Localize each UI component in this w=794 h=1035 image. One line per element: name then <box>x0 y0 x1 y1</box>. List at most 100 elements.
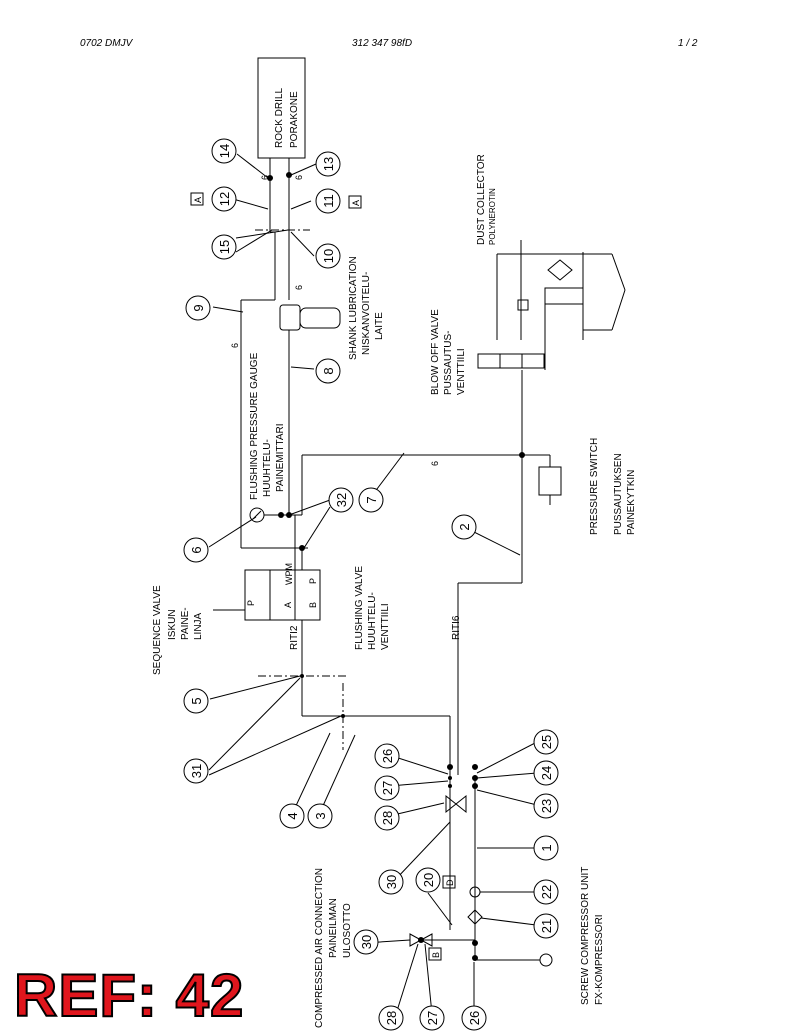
callout-circle <box>533 760 559 786</box>
callout-circle <box>183 537 209 563</box>
callout-number: 27 <box>425 1011 440 1025</box>
callout-circle <box>533 913 559 939</box>
callout-circle <box>374 775 400 801</box>
callout-circle <box>211 138 237 164</box>
callout-circle <box>419 1005 445 1031</box>
compressed-air-label-fi2: ULOSOTTO <box>342 903 353 958</box>
port-b-label: B <box>308 602 318 608</box>
callout-number: 25 <box>539 735 554 749</box>
callout-circle <box>533 835 559 861</box>
callout-number: 31 <box>189 764 204 778</box>
pressure-switch-label-en: PRESSURE SWITCH <box>589 438 600 535</box>
callout-circle <box>307 803 333 829</box>
callout-number: 26 <box>380 749 395 763</box>
port-a-label: A <box>283 602 293 608</box>
callout-number: 21 <box>539 919 554 933</box>
callout-circle <box>211 186 237 212</box>
callout-circle <box>415 867 441 893</box>
sequence-valve-label-fi1: ISKUN <box>167 609 178 640</box>
callout-number: 30 <box>384 875 399 889</box>
pressure-switch-label-fi: PUSSAUTUKSEN <box>613 453 624 535</box>
callout-circle <box>451 514 477 540</box>
box-a-marker: A <box>351 200 361 206</box>
callout-number: 2 <box>457 523 472 530</box>
doc-code: 0702 DMJV <box>80 38 133 49</box>
shank-lubrication-label-en: SHANK LUBRICATION <box>348 256 359 360</box>
callout-circle <box>183 688 209 714</box>
shank-lubrication-label-fi2: LAITE <box>374 312 385 340</box>
callout-number: 14 <box>217 144 232 158</box>
hose-size-mark: 6 <box>294 175 304 180</box>
compressed-air-label-en: COMPRESSED AIR CONNECTION <box>314 868 325 1028</box>
sequence-valve-label-fi2: PAINE- <box>180 607 191 640</box>
callout-circle <box>185 295 211 321</box>
box-b-marker: B <box>431 952 441 958</box>
shank-lubrication-label-fi: NISKANVOITELU- <box>361 272 372 355</box>
callout-circle <box>328 487 354 513</box>
callout-circle <box>183 758 209 784</box>
callout-number: 24 <box>539 766 554 780</box>
flushing-gauge-label-fi2: PAINEMITTARI <box>275 423 286 492</box>
callout-number: 8 <box>321 367 336 374</box>
callout-number: 20 <box>421 873 436 887</box>
port-wpm-label: WPM <box>284 563 294 585</box>
screw-compressor-label-fi: FX-KOMPRESSORI <box>594 914 605 1005</box>
callout-number: 32 <box>334 493 349 507</box>
flushing-gauge-label-en: FLUSHING PRESSURE GAUGE <box>249 352 260 500</box>
callout-number: 11 <box>321 194 336 208</box>
pressure-switch-symbol <box>538 466 562 496</box>
callout-circle <box>315 358 341 384</box>
callout-number: 28 <box>384 1011 399 1025</box>
sequence-valve-label-en: SEQUENCE VALVE <box>152 585 163 675</box>
component-labels: ROCK DRILL PORAKONE SHANK LUBRICATION NI… <box>152 88 637 1028</box>
callout-circle <box>315 243 341 269</box>
flushing-valve-label-fi2: VENTTIILI <box>380 603 391 650</box>
callout-number: 13 <box>321 157 336 171</box>
shank-lubricator-symbol <box>279 304 301 331</box>
callout-circle <box>315 151 341 177</box>
flushing-gauge-label-fi: HUUHTELU- <box>262 439 273 497</box>
callout-number: 1 <box>539 844 554 851</box>
callout-number: 23 <box>539 799 554 813</box>
callout-circle <box>279 803 305 829</box>
boxed-markers: A A D B <box>190 192 456 961</box>
callout-number: 30 <box>359 935 374 949</box>
sequence-valve-label-fi3: LINJA <box>193 612 204 640</box>
blow-off-label-fi: PUSSAUTUS- <box>443 331 454 395</box>
hose-size-mark: 6 <box>260 175 270 180</box>
screw-compressor-label-en: SCREW COMPRESSOR UNIT <box>580 867 591 1005</box>
dust-collector-label-en: DUST COLLECTOR <box>476 154 487 245</box>
callout-circle <box>315 188 341 214</box>
callout-number: 3 <box>313 812 328 819</box>
callout-number: 27 <box>380 781 395 795</box>
compressed-air-label-fi: PAINEILMAN <box>328 898 339 958</box>
hose-size-mark: 6 <box>430 461 440 466</box>
flushing-valve-label-en: FLUSHING VALVE <box>354 566 365 650</box>
callout-number: 9 <box>191 304 206 311</box>
callout-number: 10 <box>321 249 336 263</box>
callout-circle <box>374 805 400 831</box>
hose-size-mark: 6 <box>294 285 304 290</box>
callout-circle <box>533 729 559 755</box>
pipe-lines <box>208 57 626 1015</box>
pressure-switch-label-fi2: PAINEKYTKIN <box>626 470 637 535</box>
callout-number: 28 <box>380 811 395 825</box>
box-a-marker: A <box>193 197 203 203</box>
riti6-label: RITI6 <box>451 615 462 640</box>
callout-circle <box>211 234 237 260</box>
callout-circle <box>378 1005 404 1031</box>
port-p-label: P <box>246 600 256 606</box>
rock-drill-box <box>257 57 306 159</box>
callout-number: 26 <box>467 1011 482 1025</box>
callout-number: 22 <box>539 885 554 899</box>
junction-dots <box>267 172 525 961</box>
callout-circle <box>353 929 379 955</box>
rock-drill-label-fi: PORAKONE <box>289 91 300 148</box>
callout-circle <box>378 869 404 895</box>
callout-circle <box>533 879 559 905</box>
box-d-marker: D <box>445 879 455 886</box>
valve-ports: P A B P WPM <box>246 563 318 608</box>
callout-circle <box>533 793 559 819</box>
